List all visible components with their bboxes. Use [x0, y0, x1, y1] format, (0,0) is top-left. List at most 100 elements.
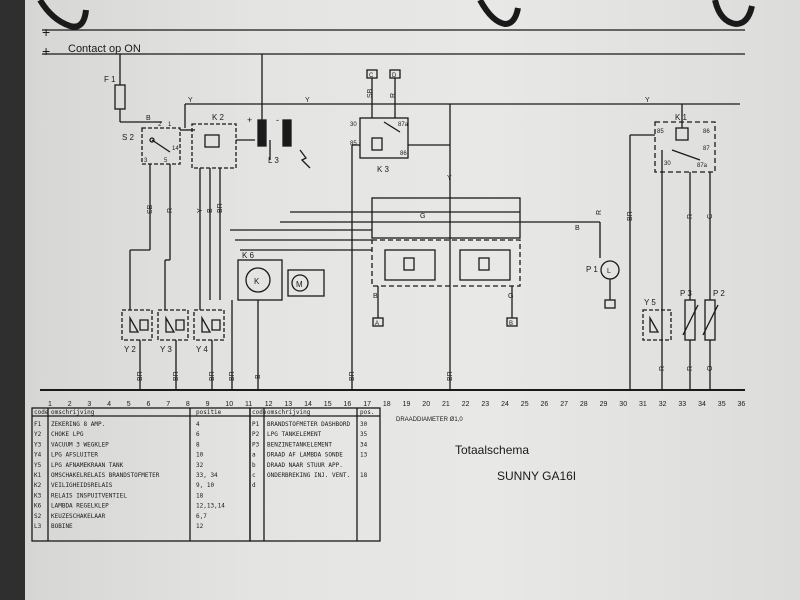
label-wire-br2: BR	[137, 371, 144, 381]
table-header-desc: omschrijving	[51, 409, 95, 416]
table-cell-desc: RELAIS INSPUITVENTIEL	[51, 492, 127, 499]
table-cell-pos: 32	[196, 462, 204, 469]
k6-motor	[245, 267, 271, 293]
valve-k6	[237, 259, 283, 301]
relay-right-coil	[478, 257, 490, 271]
label-wire-br1: BR	[217, 203, 224, 213]
table-cell-pos: 6,7	[196, 513, 207, 520]
label-motor-m: M	[296, 280, 303, 289]
plus-top-label: +	[42, 24, 50, 40]
label-p3: P 3	[680, 289, 692, 298]
label-wire-r5: R	[659, 366, 666, 371]
label-wire-r4: R	[687, 214, 694, 219]
k1-contact	[671, 149, 701, 161]
label-wire-br5: BR	[229, 371, 236, 381]
table-cell-code: K2	[34, 482, 42, 489]
table-cell-desc: DRAAD NAAR STUUR APP.	[267, 462, 343, 469]
label-connector-b: B	[509, 321, 513, 327]
label-s2-1: 1	[168, 122, 172, 128]
label-s2-5: 5	[164, 158, 168, 164]
wiring-diagram: + + Contact op ON F 1 B Y Y Y S 2 K 2 + …	[31, 0, 755, 542]
label-p1: P 1	[586, 265, 598, 274]
y4-symbol	[201, 315, 221, 333]
label-k1-85: 85	[657, 129, 664, 135]
label-k1-87: 87	[703, 146, 710, 152]
table-cell-desc: LPG TANKELEMENT	[267, 431, 322, 438]
scale-number: 32	[659, 401, 667, 408]
s2-contact	[151, 139, 171, 153]
table-cell-pos: 35	[360, 431, 368, 438]
p2-arrow	[702, 304, 719, 336]
table-cell-desc: VACUUM 3 WEGKLEP	[51, 441, 109, 448]
table-cell-desc: BENZINETANKELEMENT	[267, 441, 332, 448]
table-cell-pos: 18	[196, 492, 204, 499]
label-p2: P 2	[713, 289, 725, 298]
label-connector-d: D	[392, 73, 397, 79]
scale-number: 17	[363, 401, 371, 408]
label-wire-y5: Y	[447, 175, 452, 182]
table-cell-code: F1	[34, 421, 42, 428]
label-y2: Y 2	[124, 345, 136, 354]
label-k3-85: 85	[350, 141, 357, 147]
scale-number: 21	[442, 401, 450, 408]
table-header-pos: positie	[196, 409, 222, 416]
label-s2-2: 2	[158, 122, 162, 128]
label-wire-r1: R	[167, 208, 174, 213]
table-cell-code: L3	[34, 523, 42, 530]
scale-number: 5	[127, 401, 131, 408]
table-cell-code: d	[252, 482, 256, 489]
table-cell-desc: KEUZESCHAKELAAR	[51, 513, 106, 520]
table-cell-pos: 4	[196, 421, 200, 428]
k1-coil	[675, 127, 689, 141]
relay-left-coil	[403, 257, 415, 271]
scale-number: 11	[245, 401, 252, 408]
label-y3: Y 3	[160, 345, 172, 354]
scale-number: 4	[107, 401, 111, 408]
scale-number: 15	[324, 401, 332, 408]
table-cell-pos: 30	[360, 421, 368, 428]
scale-number: 36	[738, 401, 746, 408]
label-f1: F 1	[104, 75, 116, 84]
table-cell-desc: ZEKERING 8 AMP.	[51, 421, 105, 428]
table-cell-pos: 34	[360, 441, 368, 448]
table-cell-code: Y2	[34, 431, 42, 438]
coil-l3-left	[257, 119, 267, 147]
table-cell-code: b	[252, 462, 256, 469]
connector-a	[372, 317, 384, 327]
connector-b	[506, 317, 518, 327]
y5-symbol	[649, 315, 660, 333]
table-header-desc: omschrijving	[267, 409, 311, 416]
table-cell-desc: OMSCHAKELRELAIS BRANDSTOFMETER	[51, 472, 160, 479]
table-cell-desc: BOBINE	[51, 523, 73, 530]
table-header-pos: pos.	[360, 409, 374, 416]
scale-number: 22	[462, 401, 470, 408]
label-k1: K 1	[675, 113, 688, 122]
scale-number: 19	[403, 401, 411, 408]
y3-symbol	[165, 315, 185, 333]
label-wire-r2: R	[390, 93, 397, 98]
label-wire-br6: BR	[349, 371, 356, 381]
scale-number: 10	[225, 401, 233, 408]
scale-number: 12	[265, 401, 273, 408]
coil-l3-right	[282, 119, 292, 147]
label-wire-br3: BR	[173, 371, 180, 381]
motor-m-icon	[291, 274, 309, 292]
diagram-title: Totaalschema	[455, 443, 529, 457]
label-k6-inner: K	[254, 277, 260, 286]
label-plus-k2: +	[247, 115, 252, 125]
table-cell-desc: DRAAD AF LAMBDA SONDE	[267, 452, 343, 459]
table-cell-code: Y3	[34, 441, 42, 448]
label-s2: S 2	[122, 133, 135, 142]
label-wire-b1: B	[146, 115, 151, 122]
label-wire-g2: G	[508, 293, 513, 300]
label-y5: Y 5	[644, 298, 656, 307]
table-cell-pos: 10	[196, 452, 204, 459]
scale-number: 30	[619, 401, 627, 408]
table-cell-desc: BRANDSTOFMETER DASHBORD	[267, 421, 350, 428]
binder-ring-1	[37, 0, 89, 30]
table-cell-code: K1	[34, 472, 42, 479]
k3-coil	[371, 137, 383, 151]
scale-number: 3	[87, 401, 91, 408]
scale-number: 13	[284, 401, 292, 408]
plus-bottom-label: +	[42, 43, 50, 59]
